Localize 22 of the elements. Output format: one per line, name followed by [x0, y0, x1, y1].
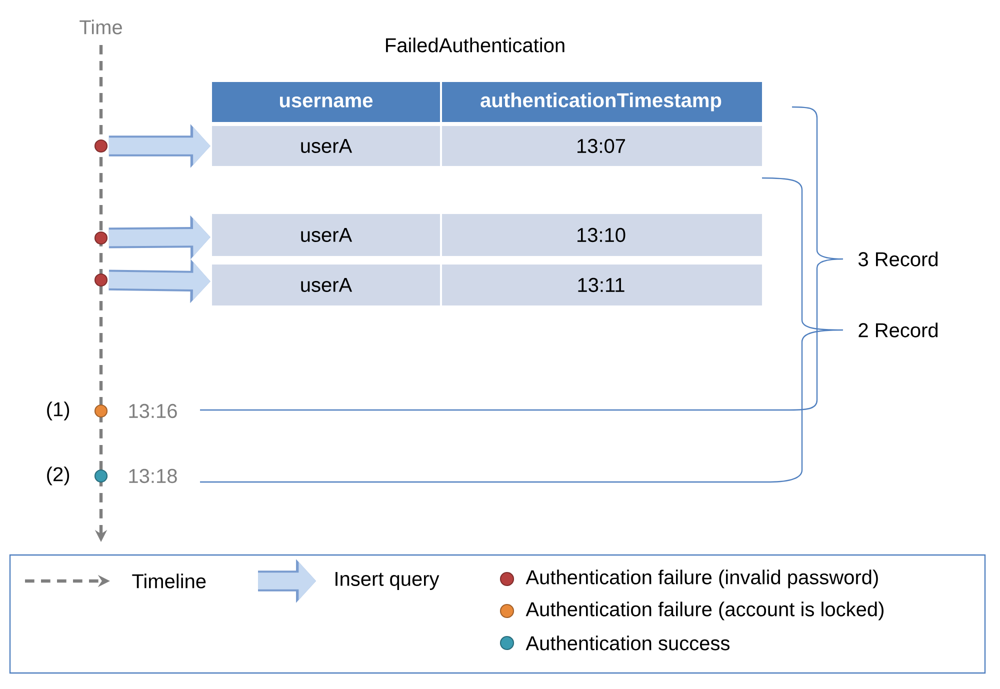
legend-text: Authentication failure (invalid password) [526, 570, 878, 588]
event-dot [94, 273, 108, 287]
table-row: userA 13:07 [212, 126, 762, 166]
table-row: userA 13:10 [212, 214, 762, 256]
legend-text: Authentication failure (account is locked) [526, 602, 884, 620]
table-row: userA 13:11 [212, 264, 762, 306]
event-dot [94, 231, 108, 245]
record-count-label: 2 Record [858, 322, 938, 338]
event-number: (2) [47, 466, 70, 486]
title: FailedAuthentication [386, 38, 564, 52]
header-row: username authenticationTimestamp [212, 82, 762, 122]
record-count-label: 3 Record [858, 252, 938, 266]
event-time: 13:16 [129, 404, 177, 418]
event-dot [94, 469, 108, 483]
legend-text: Timeline [132, 574, 206, 588]
legend-text: Insert query [336, 572, 440, 590]
event-number: (1) [47, 402, 70, 420]
axis-label: Time [80, 20, 122, 34]
event-dot [94, 139, 108, 153]
event-dot [94, 404, 108, 418]
legend-text: Authentication success [526, 636, 730, 650]
event-time: 13:18 [129, 468, 177, 484]
